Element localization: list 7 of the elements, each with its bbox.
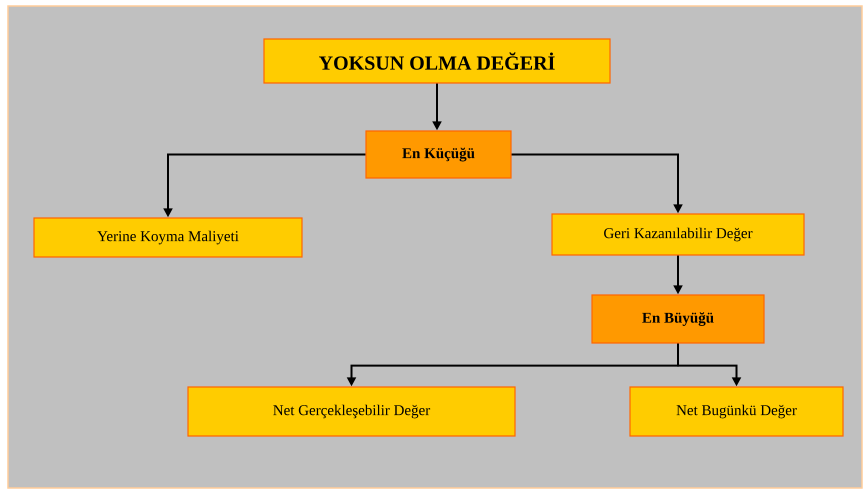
- value-box: Yerine Koyma Maliyeti: [33, 217, 303, 258]
- value-box: Geri Kazanılabilir Değer: [551, 213, 805, 256]
- operator-box: En Küçüğü: [365, 130, 512, 179]
- value-box: Net Gerçekleşebilir Değer: [187, 386, 516, 437]
- title-box: YOKSUN OLMA DEĞERİ: [263, 38, 611, 84]
- value-box: Net Bugünkü Değer: [629, 386, 844, 437]
- operator-box: En Büyüğü: [591, 294, 765, 344]
